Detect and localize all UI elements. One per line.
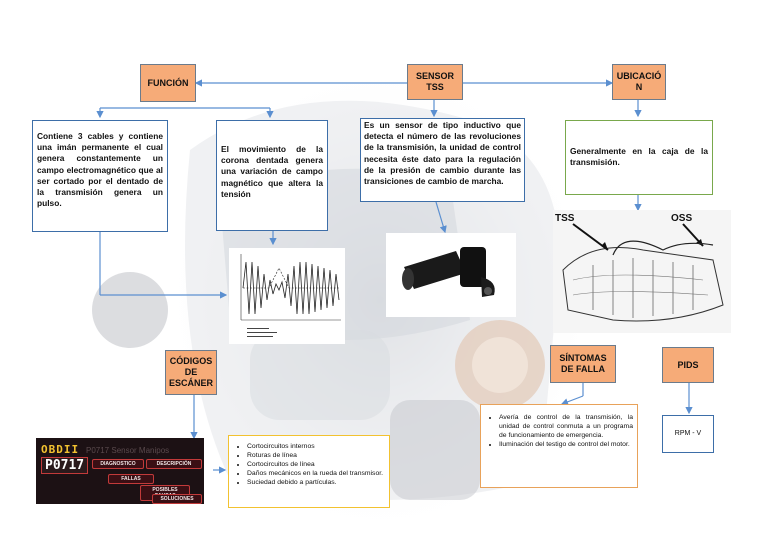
- sensor-box: Es un sensor de tipo inductivo que detec…: [360, 118, 525, 202]
- list-item: Avería de control de la transmisión, la …: [499, 413, 633, 440]
- codigos-box: Cortocircuitos internos Roturas de línea…: [228, 435, 390, 508]
- header-sensor-label: SENSOR TSS: [416, 71, 454, 93]
- obd-fallas-button[interactable]: FALLAS: [108, 474, 154, 484]
- oss-label: OSS: [671, 213, 692, 224]
- ubicacion-text: Generalmente en la caja de la transmisió…: [570, 146, 708, 167]
- obd-descripcion-button[interactable]: DESCRIPCIÓN: [146, 459, 202, 469]
- funcion-text: Contiene 3 cables y contiene una imán pe…: [37, 131, 163, 208]
- header-codigos: CÓDIGOS DE ESCÁNER: [165, 350, 217, 395]
- header-ubicacion: UBICACIÓ N: [612, 64, 666, 100]
- obd-soluciones-button[interactable]: SOLUCIONES: [152, 494, 202, 504]
- pids-text: RPM - V: [675, 428, 701, 439]
- pids-box: RPM - V: [662, 415, 714, 453]
- obd-code: P0717: [41, 457, 88, 474]
- header-sensor-tss: SENSOR TSS: [407, 64, 463, 100]
- list-item: Cortocircuitos internos: [247, 442, 385, 451]
- header-funcion-label: FUNCIÓN: [148, 78, 189, 89]
- list-item: Suciedad debido a partículas.: [247, 478, 385, 487]
- sintomas-box: Avería de control de la transmisión, la …: [480, 404, 638, 488]
- funcion-box: Contiene 3 cables y contiene una imán pe…: [32, 120, 168, 232]
- header-codigos-label: CÓDIGOS DE ESCÁNER: [169, 356, 213, 389]
- transmission-image: TSS OSS: [553, 210, 731, 333]
- sensor-text: Es un sensor de tipo inductivo que detec…: [364, 120, 521, 186]
- transmission-drawing: [553, 210, 731, 333]
- list-item: Roturas de línea: [247, 451, 385, 460]
- header-pids: PIDS: [662, 347, 714, 383]
- list-item: Daños mecánicos en la rueda del transmis…: [247, 469, 385, 478]
- sensor-photo: [386, 233, 516, 317]
- ubicacion-box: Generalmente en la caja de la transmisió…: [565, 120, 713, 195]
- list-item: Cortocircuitos de línea: [247, 460, 385, 469]
- tss-label: TSS: [555, 213, 574, 224]
- corona-box: El movimiento de la corona dentada gener…: [216, 120, 328, 231]
- obd-ghost-title: P0717 Sensor Manipos: [86, 446, 169, 455]
- list-item: Iluminación del testigo de control del m…: [499, 440, 633, 449]
- sintomas-list: Avería de control de la transmisión, la …: [485, 413, 633, 449]
- obd-logo: OBDII: [41, 443, 79, 456]
- obd-scanner-panel: P0717 Sensor Manipos OBDII P0717 DIAGNOS…: [36, 438, 204, 504]
- header-sintomas-label: SÍNTOMAS DE FALLA: [559, 353, 606, 375]
- header-pids-label: PIDS: [677, 360, 698, 371]
- waveform-image: [229, 248, 345, 344]
- obd-diagnostico-button[interactable]: DIAGNOSTICO: [92, 459, 144, 469]
- codigos-list: Cortocircuitos internos Roturas de línea…: [233, 442, 385, 487]
- header-funcion: FUNCIÓN: [140, 64, 196, 102]
- header-sintomas: SÍNTOMAS DE FALLA: [550, 345, 616, 383]
- corona-text: El movimiento de la corona dentada gener…: [221, 144, 323, 199]
- header-ubicacion-label: UBICACIÓ N: [617, 71, 662, 93]
